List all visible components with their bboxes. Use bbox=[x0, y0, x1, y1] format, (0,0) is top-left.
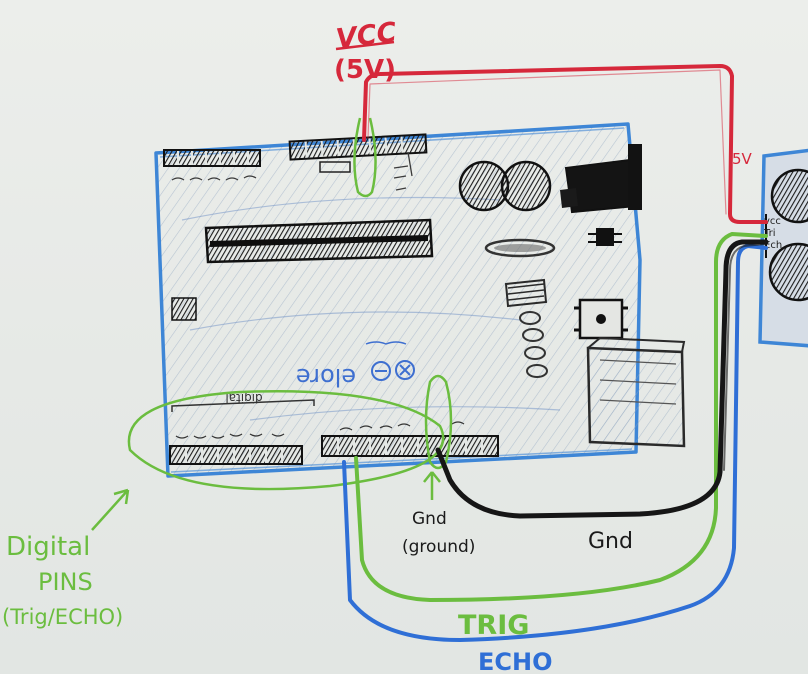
digital-pins-line3: (Trig/ECHO) bbox=[2, 605, 123, 629]
digital-bracket: digital bbox=[171, 391, 465, 439]
arduino-board: elore digital bbox=[154, 122, 686, 478]
wires bbox=[342, 64, 769, 642]
digital-pins-line1: Digital bbox=[6, 532, 90, 562]
header-top-power bbox=[288, 133, 428, 161]
echo-wire bbox=[342, 244, 768, 642]
vcc-value: (5V) bbox=[334, 55, 396, 85]
gnd-pin-highlight bbox=[424, 374, 453, 470]
sensor-pin-vcc: vcc bbox=[764, 216, 781, 227]
usb-port bbox=[586, 336, 686, 448]
power-jack bbox=[560, 144, 642, 214]
left-component bbox=[171, 297, 197, 321]
microcontroller-chip bbox=[204, 218, 434, 264]
vcc-wire bbox=[362, 64, 768, 224]
vcc-pin-highlight bbox=[353, 117, 377, 198]
digital-pins-arrow bbox=[91, 488, 130, 531]
sensor-pin-echo: Ech bbox=[764, 240, 782, 251]
board-digital-text: digital bbox=[225, 391, 262, 405]
reset-button bbox=[574, 298, 628, 340]
header-top-left bbox=[163, 149, 261, 167]
digital-pins-ellipse bbox=[127, 389, 445, 491]
board-logo-text: elore bbox=[296, 363, 356, 391]
annotations-green bbox=[91, 117, 453, 531]
vcc-title: VCC bbox=[334, 17, 398, 55]
pin-labels-top bbox=[171, 151, 413, 191]
gnd-board-sublabel: (ground) bbox=[402, 537, 475, 557]
trig-wire bbox=[354, 232, 768, 602]
sensor-pin-trig: Tri bbox=[763, 228, 776, 239]
trig-wire-label: TRIG bbox=[458, 610, 529, 641]
header-bottom-left bbox=[169, 445, 303, 465]
ultrasonic-sensor: vcc Tri Ech bbox=[758, 148, 808, 348]
gnd-wire bbox=[435, 239, 769, 519]
digital-pins-line2: PINS bbox=[38, 568, 93, 596]
gnd-board-label: Gnd bbox=[412, 509, 447, 529]
gnd-wire-label: Gnd bbox=[588, 529, 633, 554]
header-bottom-right bbox=[321, 435, 499, 457]
echo-wire-label: ECHO bbox=[478, 648, 553, 674]
board-logo: elore bbox=[296, 341, 415, 391]
crystal-circles bbox=[458, 160, 552, 212]
gnd-label-arrow bbox=[423, 471, 441, 500]
sensor-5v-label: 5V bbox=[732, 150, 753, 168]
small-components bbox=[484, 228, 622, 378]
